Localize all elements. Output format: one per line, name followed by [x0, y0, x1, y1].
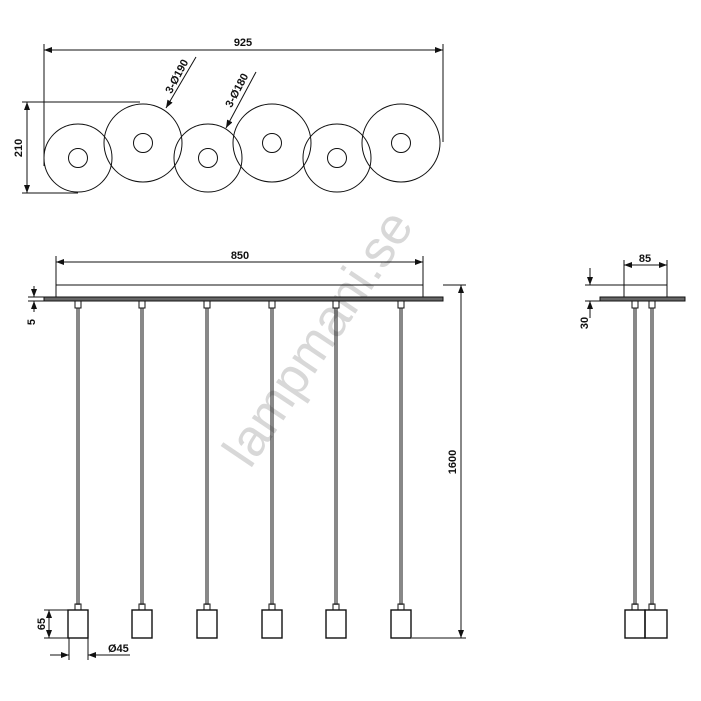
- canopy-depth-dimension: 85: [639, 253, 651, 265]
- lamp-socket: [397, 603, 405, 611]
- lamp-shade: [644, 609, 668, 639]
- drop-length-dimension: 1600: [447, 450, 459, 474]
- cable-connector: [203, 300, 211, 309]
- lamp-shade: [325, 609, 347, 639]
- watermark: lampmani.se: [212, 200, 425, 477]
- lamp-shade: [131, 609, 153, 639]
- lamp-shade: [624, 609, 646, 639]
- disc-center-hole: [68, 148, 88, 168]
- cable-connector: [332, 300, 340, 309]
- lamp-shade: [261, 609, 283, 639]
- large-disc-dimension: 3-Ø190: [163, 58, 191, 96]
- front-view: 850 5 1600 65 Ø45: [26, 250, 466, 660]
- disc-center-hole: [391, 133, 411, 153]
- canopy-width-dimension: 850: [231, 250, 249, 262]
- large-disc: [361, 103, 441, 183]
- lamp-socket: [203, 603, 211, 611]
- cable-connector: [138, 300, 146, 309]
- cable-connector: [397, 300, 405, 309]
- lamp-socket: [138, 603, 146, 611]
- mounting-plate: [43, 296, 444, 302]
- shade-diameter-dimension: Ø45: [108, 643, 129, 655]
- small-disc: [43, 123, 113, 193]
- plate-thickness-dimension: 5: [26, 319, 38, 325]
- small-disc: [173, 123, 243, 193]
- cable-connector: [268, 300, 276, 309]
- lamp-shade: [390, 609, 412, 639]
- disc-group: [43, 103, 441, 193]
- disc-center-hole: [133, 133, 153, 153]
- cable-connector: [631, 300, 639, 309]
- side-pendant-group: [624, 300, 668, 639]
- cable-connector: [648, 300, 656, 309]
- side-canopy: [623, 284, 668, 298]
- lamp-socket: [268, 603, 276, 611]
- disc-center-hole: [198, 148, 218, 168]
- cable-connector: [74, 300, 82, 309]
- small-disc: [302, 123, 372, 193]
- lamp-socket: [631, 603, 639, 611]
- shade-height-dimension: 65: [36, 618, 48, 630]
- large-disc: [232, 103, 312, 183]
- lamp-shade: [196, 609, 218, 639]
- side-view: 85 30: [579, 253, 686, 639]
- height-dimension: 210: [13, 139, 25, 157]
- disc-center-hole: [262, 133, 282, 153]
- lamp-socket: [332, 603, 340, 611]
- width-dimension: 925: [234, 37, 252, 49]
- disc-center-hole: [327, 148, 347, 168]
- lamp-shade: [67, 609, 89, 639]
- lamp-socket: [74, 603, 82, 611]
- side-mounting-plate: [599, 296, 686, 302]
- pendant-group: [67, 300, 412, 639]
- large-disc: [103, 103, 183, 183]
- lamp-socket: [648, 603, 656, 611]
- top-view: 925 210 3-Ø190 3-Ø180: [13, 37, 444, 194]
- canopy-height-dimension: 30: [579, 317, 591, 329]
- small-disc-dimension: 3-Ø180: [223, 72, 251, 110]
